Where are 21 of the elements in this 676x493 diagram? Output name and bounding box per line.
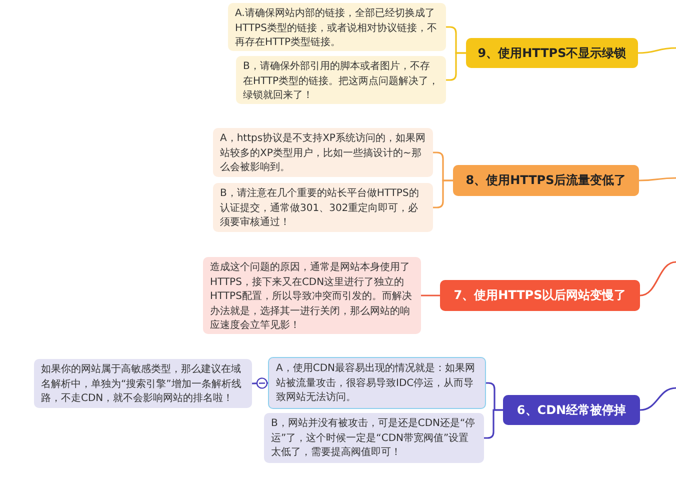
note-box: A.请确保网站内部的链接，全部已经切换成了HTTPS类型的链接，或者说相对协议链接，不再存在HTTP类型链接。: [228, 3, 446, 51]
note-box: A，使用CDN最容易出现的情况就是：如果网站被流量攻击，很容易导致IDC停运，从而导致网站无法访问。: [268, 357, 486, 409]
note-box: B，请确保外部引用的脚本或者图片，不存在HTTP类型的链接。把这两点问题解决了，绿锁就回来了！: [236, 56, 446, 104]
note-box: B，请注意在几个重要的站长平台做HTTPS的认证提交，通常做301、302重定向即可，必须要审核通过！: [213, 183, 433, 232]
topic-box: 7、使用HTTPS以后网站变慢了: [440, 280, 640, 311]
connector-line: [433, 180, 453, 208]
topic-box: 9、使用HTTPS不显示绿锁: [466, 38, 638, 68]
connector-line: [252, 378, 268, 389]
note-box: 造成这个问题的原因，通常是网站本身使用了HTTPS，接下来又在CDN这里进行了独立的HTTPS配置，所以导致冲突而引发的。而解决办法就是，选择其一进行关闭，那么网站的响应速度会立竿见影！: [203, 257, 421, 334]
connector-line: [639, 177, 676, 182]
connector-line: [446, 52, 466, 81]
connector-line: [638, 47, 676, 54]
connector-line: [421, 294, 440, 296]
note-box: B，网站并没有被攻击，可是还是CDN还是“停运”了，这个时候一定是“CDN带宽阀值”设置太低了，需要提高阀值即可！: [264, 413, 484, 463]
topic-box: 8、使用HTTPS后流量变低了: [453, 165, 639, 196]
connector-line: [640, 387, 676, 411]
note-box: A，https协议是不支持XP系统访问的，如果网站较多的XP类型用户，比如一些搞设计的~那么会被影响到。: [213, 128, 433, 177]
topic-box: 6、CDN经常被停掉: [503, 395, 640, 425]
connector-line: [640, 261, 676, 296]
connector-line: [484, 409, 503, 439]
note-box: 如果你的网站属于高敏感类型，那么建议在域名解析中，单独为“搜索引擎”增加一条解析线路，不走CDN，就不会影响网站的排名啦！: [34, 359, 252, 408]
